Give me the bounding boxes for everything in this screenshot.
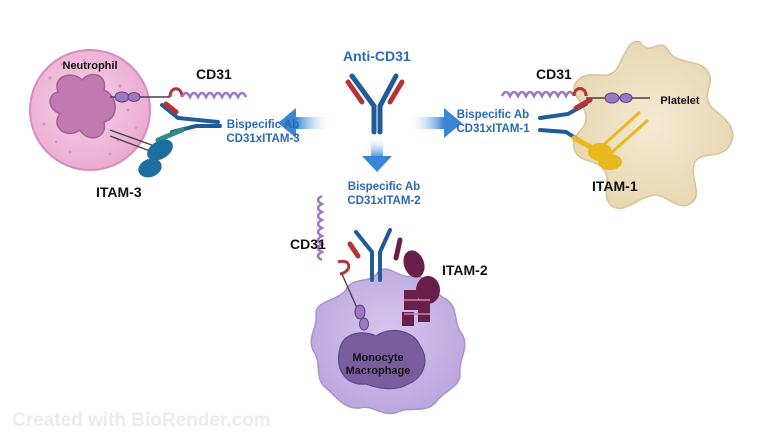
anti-cd31-label: Anti-CD31 [343,48,411,64]
cd31-monocyte [316,194,369,331]
cd31-label-platelet: CD31 [536,66,572,82]
itam3-label: ITAM-3 [96,184,142,200]
antibody-cd31xitam3 [155,101,222,143]
bispecific-left-line1: Bispecific Ab [226,119,300,131]
cd31-neutrophil [110,87,248,103]
bispecific-right-line2: CD31xITAM-1 [456,123,530,135]
cd31-label-monocyte: CD31 [290,236,326,252]
monocyte-line2: Macrophage [345,365,411,377]
arrow-down [362,136,392,172]
bispecific-bottom-line2: CD31xITAM-2 [347,195,421,207]
bispecific-left-label: Bispecific Ab CD31xITAM-3 [211,118,315,146]
monocyte-cell [310,268,466,415]
itam1-label: ITAM-1 [592,178,638,194]
cd31-label-neutrophil: CD31 [196,66,232,82]
bispecific-right-label: Bispecific Ab CD31xITAM-1 [441,108,545,136]
arrow-right [408,108,462,138]
platelet-label: Platelet [660,95,700,107]
itam2-label: ITAM-2 [442,262,488,278]
bispecific-bottom-line1: Bispecific Ab [347,181,421,193]
monocyte-label: Monocyte Macrophage [338,352,418,378]
arrow-left [278,108,332,138]
neutrophil-label: Neutrophil [62,60,118,72]
anti-cd31-antibody [345,73,405,135]
bispecific-bottom-label: Bispecific Ab CD31xITAM-2 [330,180,438,208]
bispecific-left-line2: CD31xITAM-3 [226,133,300,145]
itam1-receptor [588,110,650,170]
itam3-receptor [109,129,173,178]
itam2-receptor [402,250,440,326]
biorender-watermark: Created with BioRender.com [12,410,271,431]
monocyte-line1: Monocyte [352,352,404,364]
cd31-platelet [500,87,650,104]
antibody-cd31xitam2 [347,228,403,282]
bispecific-right-line1: Bispecific Ab [456,109,530,121]
